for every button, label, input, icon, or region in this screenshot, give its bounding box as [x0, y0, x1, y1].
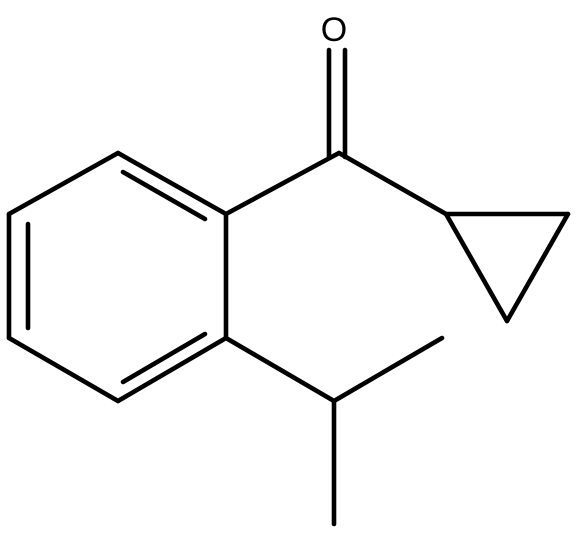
- benzene-bond-c4-c5: [6, 335, 121, 404]
- bond-ring-to-isopropyl: [223, 335, 337, 404]
- oxygen-atom-label: O: [321, 11, 347, 49]
- bond-carbonyl-to-ring: [223, 150, 342, 217]
- benzene-bond-c5-c6: [115, 335, 229, 404]
- cyclopropyl-bond-c: [443, 211, 510, 324]
- benzene-bond-c2-c3: [6, 150, 121, 217]
- bond-carbonyl-to-cyclopropyl: [336, 150, 449, 217]
- isopropyl-methyl-bond-upper: [331, 335, 445, 404]
- cyclopropyl-bond-b: [504, 211, 571, 324]
- benzene-inner-bond-top: [120, 169, 208, 222]
- benzene-bond-c1-c2: [115, 150, 229, 217]
- benzene-inner-bond-bottom: [120, 331, 208, 385]
